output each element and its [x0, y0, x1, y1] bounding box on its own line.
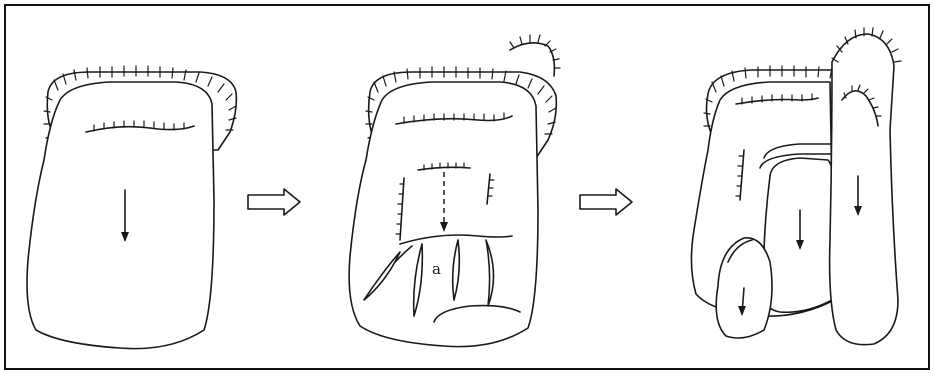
stage-2-detached-fragment	[510, 43, 554, 76]
stage-1-body	[27, 82, 214, 349]
stage-1-intact-structure	[27, 66, 236, 349]
stage-3-right-fragment	[830, 34, 898, 345]
transition-arrow-2	[580, 189, 632, 215]
stage-3-center-fragment	[764, 158, 835, 312]
transition-arrow-1	[248, 189, 300, 215]
stage-2-body	[349, 82, 538, 347]
stage-2-fracturing-structure: a	[349, 35, 560, 347]
stage-3-fragmented-structure	[691, 28, 901, 345]
label-a: a	[432, 260, 441, 278]
